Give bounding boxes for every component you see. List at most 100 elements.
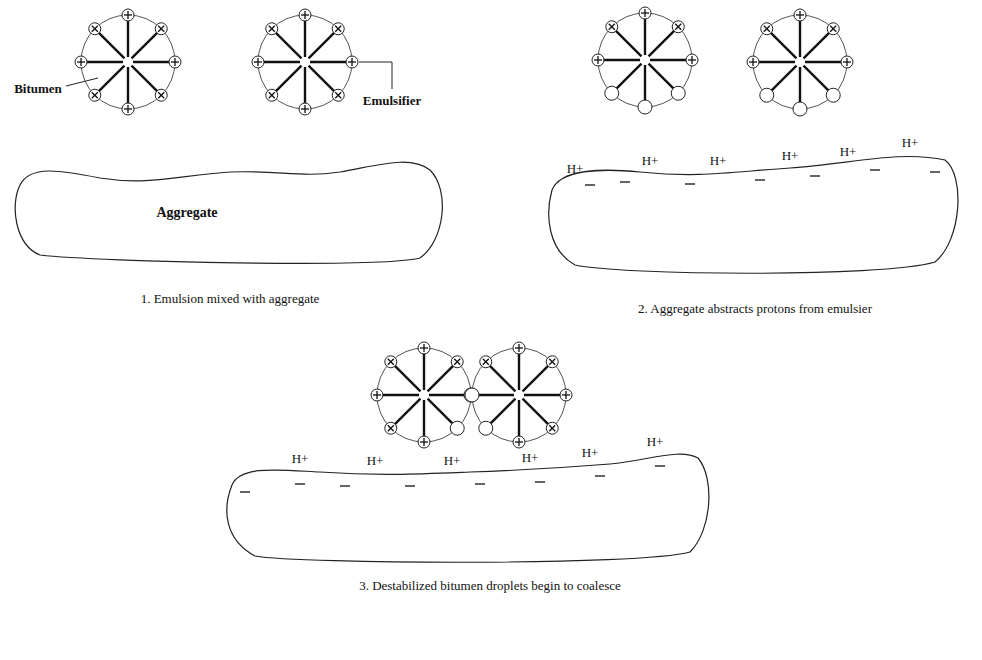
emulsifier-tail xyxy=(380,394,419,396)
plus-sign xyxy=(257,58,258,66)
proton-label: H+ xyxy=(840,144,857,159)
leader-line xyxy=(359,62,392,89)
cross-sign xyxy=(269,92,275,98)
charged-head xyxy=(794,9,806,21)
cross-sign xyxy=(388,425,394,431)
emulsifier-tail xyxy=(523,364,551,392)
neutral-head xyxy=(793,102,807,116)
charged-head xyxy=(122,103,134,115)
charged-head xyxy=(75,56,87,68)
leader-line xyxy=(66,78,98,86)
emulsifier-tail xyxy=(261,61,300,63)
cross-sign xyxy=(158,26,164,32)
emulsifier-tail xyxy=(97,31,125,59)
emulsifier-tail xyxy=(650,59,689,61)
emulsifier-tail xyxy=(393,399,421,427)
charged-head xyxy=(332,89,344,101)
proton-label: H+ xyxy=(444,453,461,468)
charged-head xyxy=(89,89,101,101)
emulsifier-tail xyxy=(127,18,129,57)
emulsifier-tail xyxy=(649,29,677,57)
plus-sign xyxy=(351,58,352,66)
emulsifier-tail xyxy=(644,16,646,55)
charged-head xyxy=(672,21,684,33)
minus-charge xyxy=(810,175,820,176)
charged-head xyxy=(346,56,358,68)
emulsifier-tail xyxy=(804,31,832,59)
emulsifier-tail xyxy=(614,64,642,92)
emulsifier-tail xyxy=(310,61,349,63)
cross-sign xyxy=(335,26,341,32)
cross-sign xyxy=(92,92,98,98)
emulsifier-tail xyxy=(309,66,337,94)
cross-sign xyxy=(609,24,615,30)
cross-sign xyxy=(675,24,681,30)
cross-sign xyxy=(335,26,341,32)
emulsifier-tail xyxy=(84,61,123,63)
emulsifier-tail xyxy=(518,400,520,439)
plus-sign xyxy=(80,58,81,66)
cross-sign xyxy=(388,359,394,365)
emulsifier-tail xyxy=(769,66,797,94)
cross-sign xyxy=(764,26,770,32)
emulsifier-tail xyxy=(799,67,801,106)
droplet-outline xyxy=(472,348,566,442)
aggregate-outline xyxy=(10,150,450,270)
plus-sign xyxy=(304,11,305,19)
emulsifier-tail xyxy=(475,394,514,396)
emulsifier-tail xyxy=(304,67,306,106)
charged-head xyxy=(686,54,698,66)
emulsifier-tail xyxy=(488,399,516,427)
cross-sign xyxy=(483,359,489,365)
minus-charge xyxy=(595,475,605,476)
aggregate-outline xyxy=(227,454,709,562)
minus-charge xyxy=(620,181,630,182)
charged-head xyxy=(266,23,278,35)
emulsifier-tail xyxy=(614,29,642,57)
charged-head xyxy=(546,356,558,368)
cross-sign xyxy=(335,92,341,98)
emulsifier-tail xyxy=(488,364,516,392)
cross-sign xyxy=(388,425,394,431)
proton-label: H+ xyxy=(522,450,539,465)
emulsifier-tail xyxy=(523,399,551,427)
cross-sign xyxy=(830,26,836,32)
proton-label: H+ xyxy=(567,161,584,176)
proton-label: H+ xyxy=(582,445,599,460)
charged-head xyxy=(513,436,525,448)
emulsifier-tail xyxy=(805,61,844,63)
bitumen-droplet xyxy=(252,9,358,115)
cross-sign xyxy=(675,24,681,30)
charged-head xyxy=(560,389,572,401)
charged-head xyxy=(252,56,264,68)
emulsifier-tail xyxy=(393,364,421,392)
droplet-outline xyxy=(377,348,471,442)
cross-sign xyxy=(269,26,275,32)
plus-sign xyxy=(423,344,424,352)
charged-head xyxy=(592,54,604,66)
charged-head xyxy=(513,342,525,354)
proton-label: H+ xyxy=(902,135,919,150)
neutral-head xyxy=(465,388,479,402)
neutral-head xyxy=(826,88,840,102)
emulsifier-tail xyxy=(274,66,302,94)
surface-charges xyxy=(30,170,940,492)
step-caption: 3. Destabilized bitumen droplets begin t… xyxy=(359,578,621,593)
charged-head xyxy=(827,23,839,35)
cross-sign xyxy=(549,359,555,365)
charged-head xyxy=(299,103,311,115)
minus-charge xyxy=(655,465,665,466)
charged-head xyxy=(122,9,134,21)
charged-head xyxy=(299,9,311,21)
charged-head xyxy=(418,436,430,448)
neutral-head xyxy=(605,86,619,100)
aggregate-shape xyxy=(15,162,442,263)
emulsifier-tail xyxy=(428,399,456,427)
bitumen-droplet xyxy=(75,9,181,115)
proton-label: H+ xyxy=(782,148,799,163)
cross-sign xyxy=(269,92,275,98)
bitumen-droplet xyxy=(465,342,572,448)
emulsifier-tail xyxy=(799,18,801,57)
aggregate-particle: Aggregate xyxy=(10,150,450,270)
